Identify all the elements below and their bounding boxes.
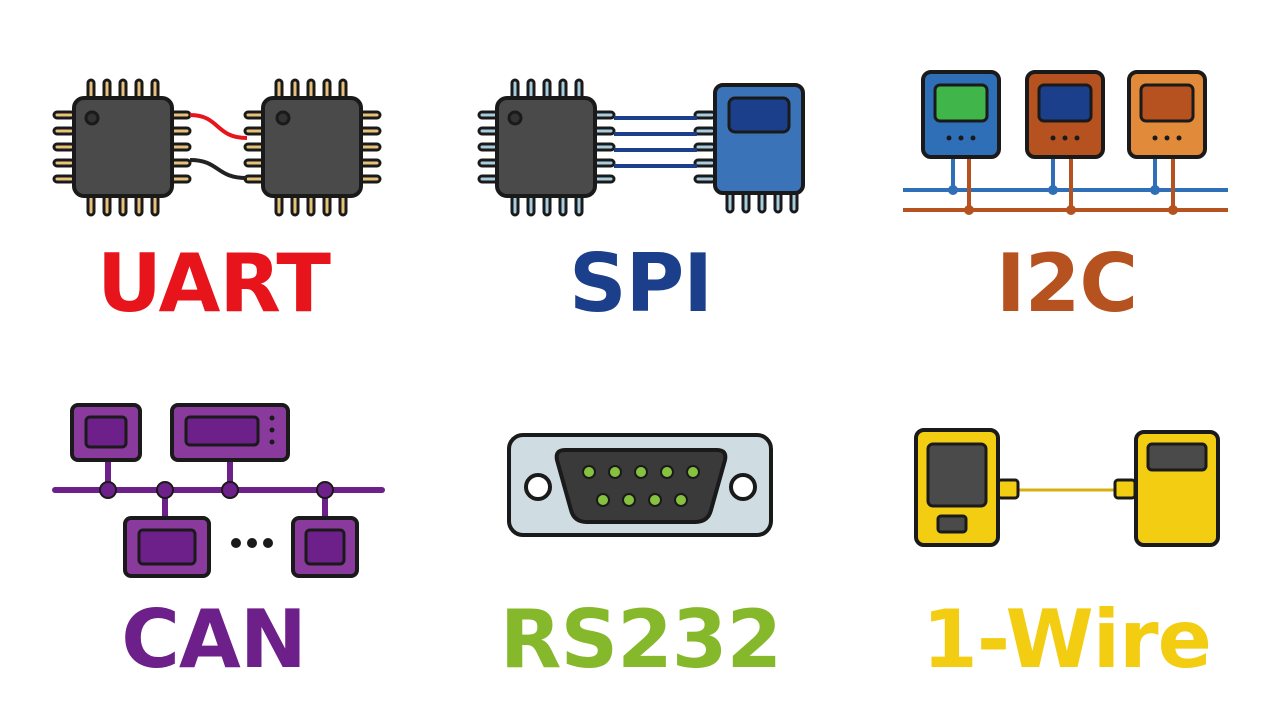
tile-can: CAN — [0, 360, 427, 720]
label-can: CAN — [121, 593, 307, 686]
single-wire-link-icon — [914, 428, 1220, 547]
network-bus-nodes-icon — [52, 403, 385, 578]
two-chips-serial-link-icon — [52, 78, 382, 217]
multi-device-two-wire-bus-icon — [903, 70, 1228, 215]
label-spi: SPI — [568, 237, 713, 330]
tile-spi: SPI — [427, 0, 854, 360]
label-rs232: RS232 — [499, 593, 782, 686]
label-uart: UART — [97, 237, 331, 330]
chip-to-peripheral-bus-icon — [477, 78, 805, 217]
db9-connector-icon — [507, 433, 773, 537]
tile-1-wire: 1-Wire — [853, 360, 1280, 720]
tile-uart: UART — [0, 0, 427, 360]
label-i2c: I2C — [995, 237, 1138, 330]
tile-rs232: RS232 — [427, 360, 854, 720]
label-1-wire: 1-Wire — [922, 593, 1212, 686]
tile-i2c: I2C — [853, 0, 1280, 360]
